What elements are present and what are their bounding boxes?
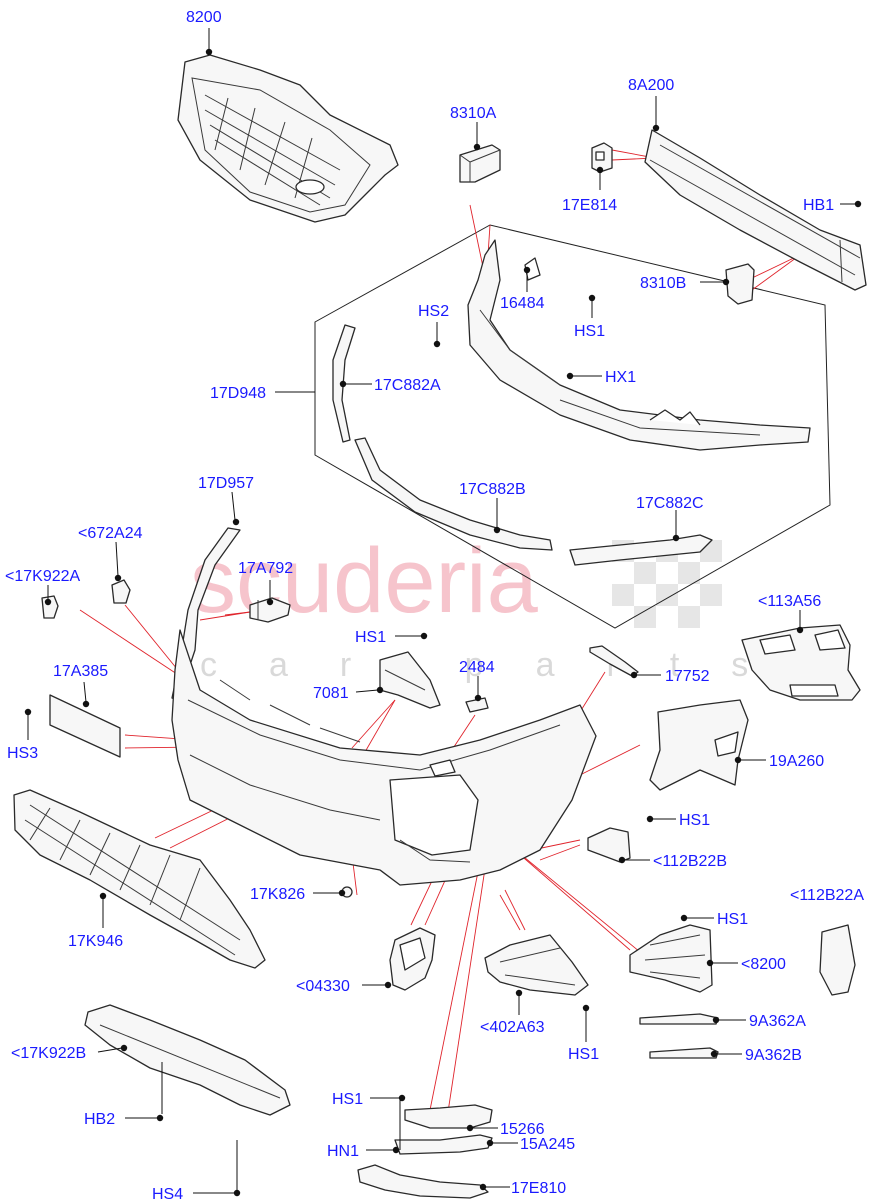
strip-17E810 [357,1164,489,1199]
label-04330: <04330 [296,978,350,995]
label-402A63: <402A63 [480,1019,545,1036]
cover-112B22A [819,924,856,996]
label-112B22A: <112B22A [790,887,864,904]
label-17K922B: <17K922B [11,1045,86,1062]
label-17C882A: 17C882A [374,377,441,394]
label-HN1: HN1 [327,1143,359,1160]
label-8A200: 8A200 [628,77,674,94]
watermark: scuderia car parts [190,530,800,684]
trim-strip-17C882C [569,534,713,566]
label-HS2: HS2 [418,303,449,320]
panel-19A260 [649,699,749,791]
callout-labels: 8200 8310A 8A200 17E814 HB1 8310B HS2 16… [5,9,864,1200]
strip-15A245 [394,1134,493,1155]
lower-grille-17K946 [13,789,266,969]
trim-strip-17C882B [354,437,553,551]
label-17A792: 17A792 [238,560,293,577]
strip-9A362B [649,1047,719,1059]
label-17D957: 17D957 [198,475,254,492]
label-9A362A: 9A362A [749,1013,806,1030]
label-8310B: 8310B [640,275,686,292]
label-15A245: 15A245 [520,1136,575,1153]
pad-8310A [459,144,501,183]
grille-8200 [177,54,399,223]
clip-672A24 [111,579,131,604]
label-7081: 7081 [313,685,349,702]
label-17E814: 17E814 [562,197,617,214]
lamp-grille-8200 [629,924,713,993]
bracket-17E814 [591,142,613,173]
pad-8310B [725,263,755,305]
label-16484: 16484 [500,295,545,312]
label-HS1-15266: HS1 [332,1091,363,1108]
label-17K946: 17K946 [68,933,123,950]
label-8200-lamp: <8200 [741,956,786,973]
label-HB1: HB1 [803,197,834,214]
label-17752: 17752 [665,668,710,685]
bumper-cover [171,629,597,886]
label-HS1-112B22B: HS1 [679,812,710,829]
label-113A56: <113A56 [758,593,821,610]
clip-17K922A [41,595,59,619]
reinforcement-beam-8A200 [644,129,867,291]
label-112B22B: <112B22B [653,853,727,870]
label-17C882C: 17C882C [636,495,704,512]
label-HS1-7081: HS1 [355,629,386,646]
label-8310A: 8310A [450,105,497,122]
label-15266: 15266 [500,1121,545,1138]
label-HS1-upper: HS1 [574,323,605,340]
housing-04330 [389,927,436,991]
label-17C882B: 17C882B [459,481,526,498]
label-8200-grille: 8200 [186,9,222,26]
bracket-112B22B [587,827,631,863]
label-9A362B: 9A362B [745,1047,802,1064]
leader-lines [24,28,862,1197]
label-HB2: HB2 [84,1111,115,1128]
strip-9A362A [639,1013,719,1025]
bracket-17C882A [332,324,356,443]
upper-carrier [467,239,811,451]
label-17D948: 17D948 [210,385,266,402]
panel-402A63 [484,934,589,996]
label-HS1-8200: HS1 [717,911,748,928]
plate-17A385 [49,694,121,758]
label-2484: 2484 [459,659,495,676]
label-HX1: HX1 [605,369,636,386]
bracket-17A792 [249,597,291,623]
label-17K826: 17K826 [250,886,305,903]
watermark-sub: car parts [200,646,800,684]
lamp-bracket-113A56 [741,624,861,701]
label-17A385: 17A385 [53,663,108,680]
label-17K922A: <17K922A [5,568,81,585]
label-17E810: 17E810 [511,1180,566,1197]
label-672A24: <672A24 [78,525,143,542]
checker-flag-watermark [612,540,722,628]
reinforcement-17K922B [84,1004,291,1116]
label-19A260: 19A260 [769,753,824,770]
label-HS4: HS4 [152,1186,183,1200]
label-HS1-402A63: HS1 [568,1046,599,1063]
label-HS3: HS3 [7,745,38,762]
bracket-15266 [404,1104,493,1129]
watermark-brand: scuderia [190,530,539,632]
